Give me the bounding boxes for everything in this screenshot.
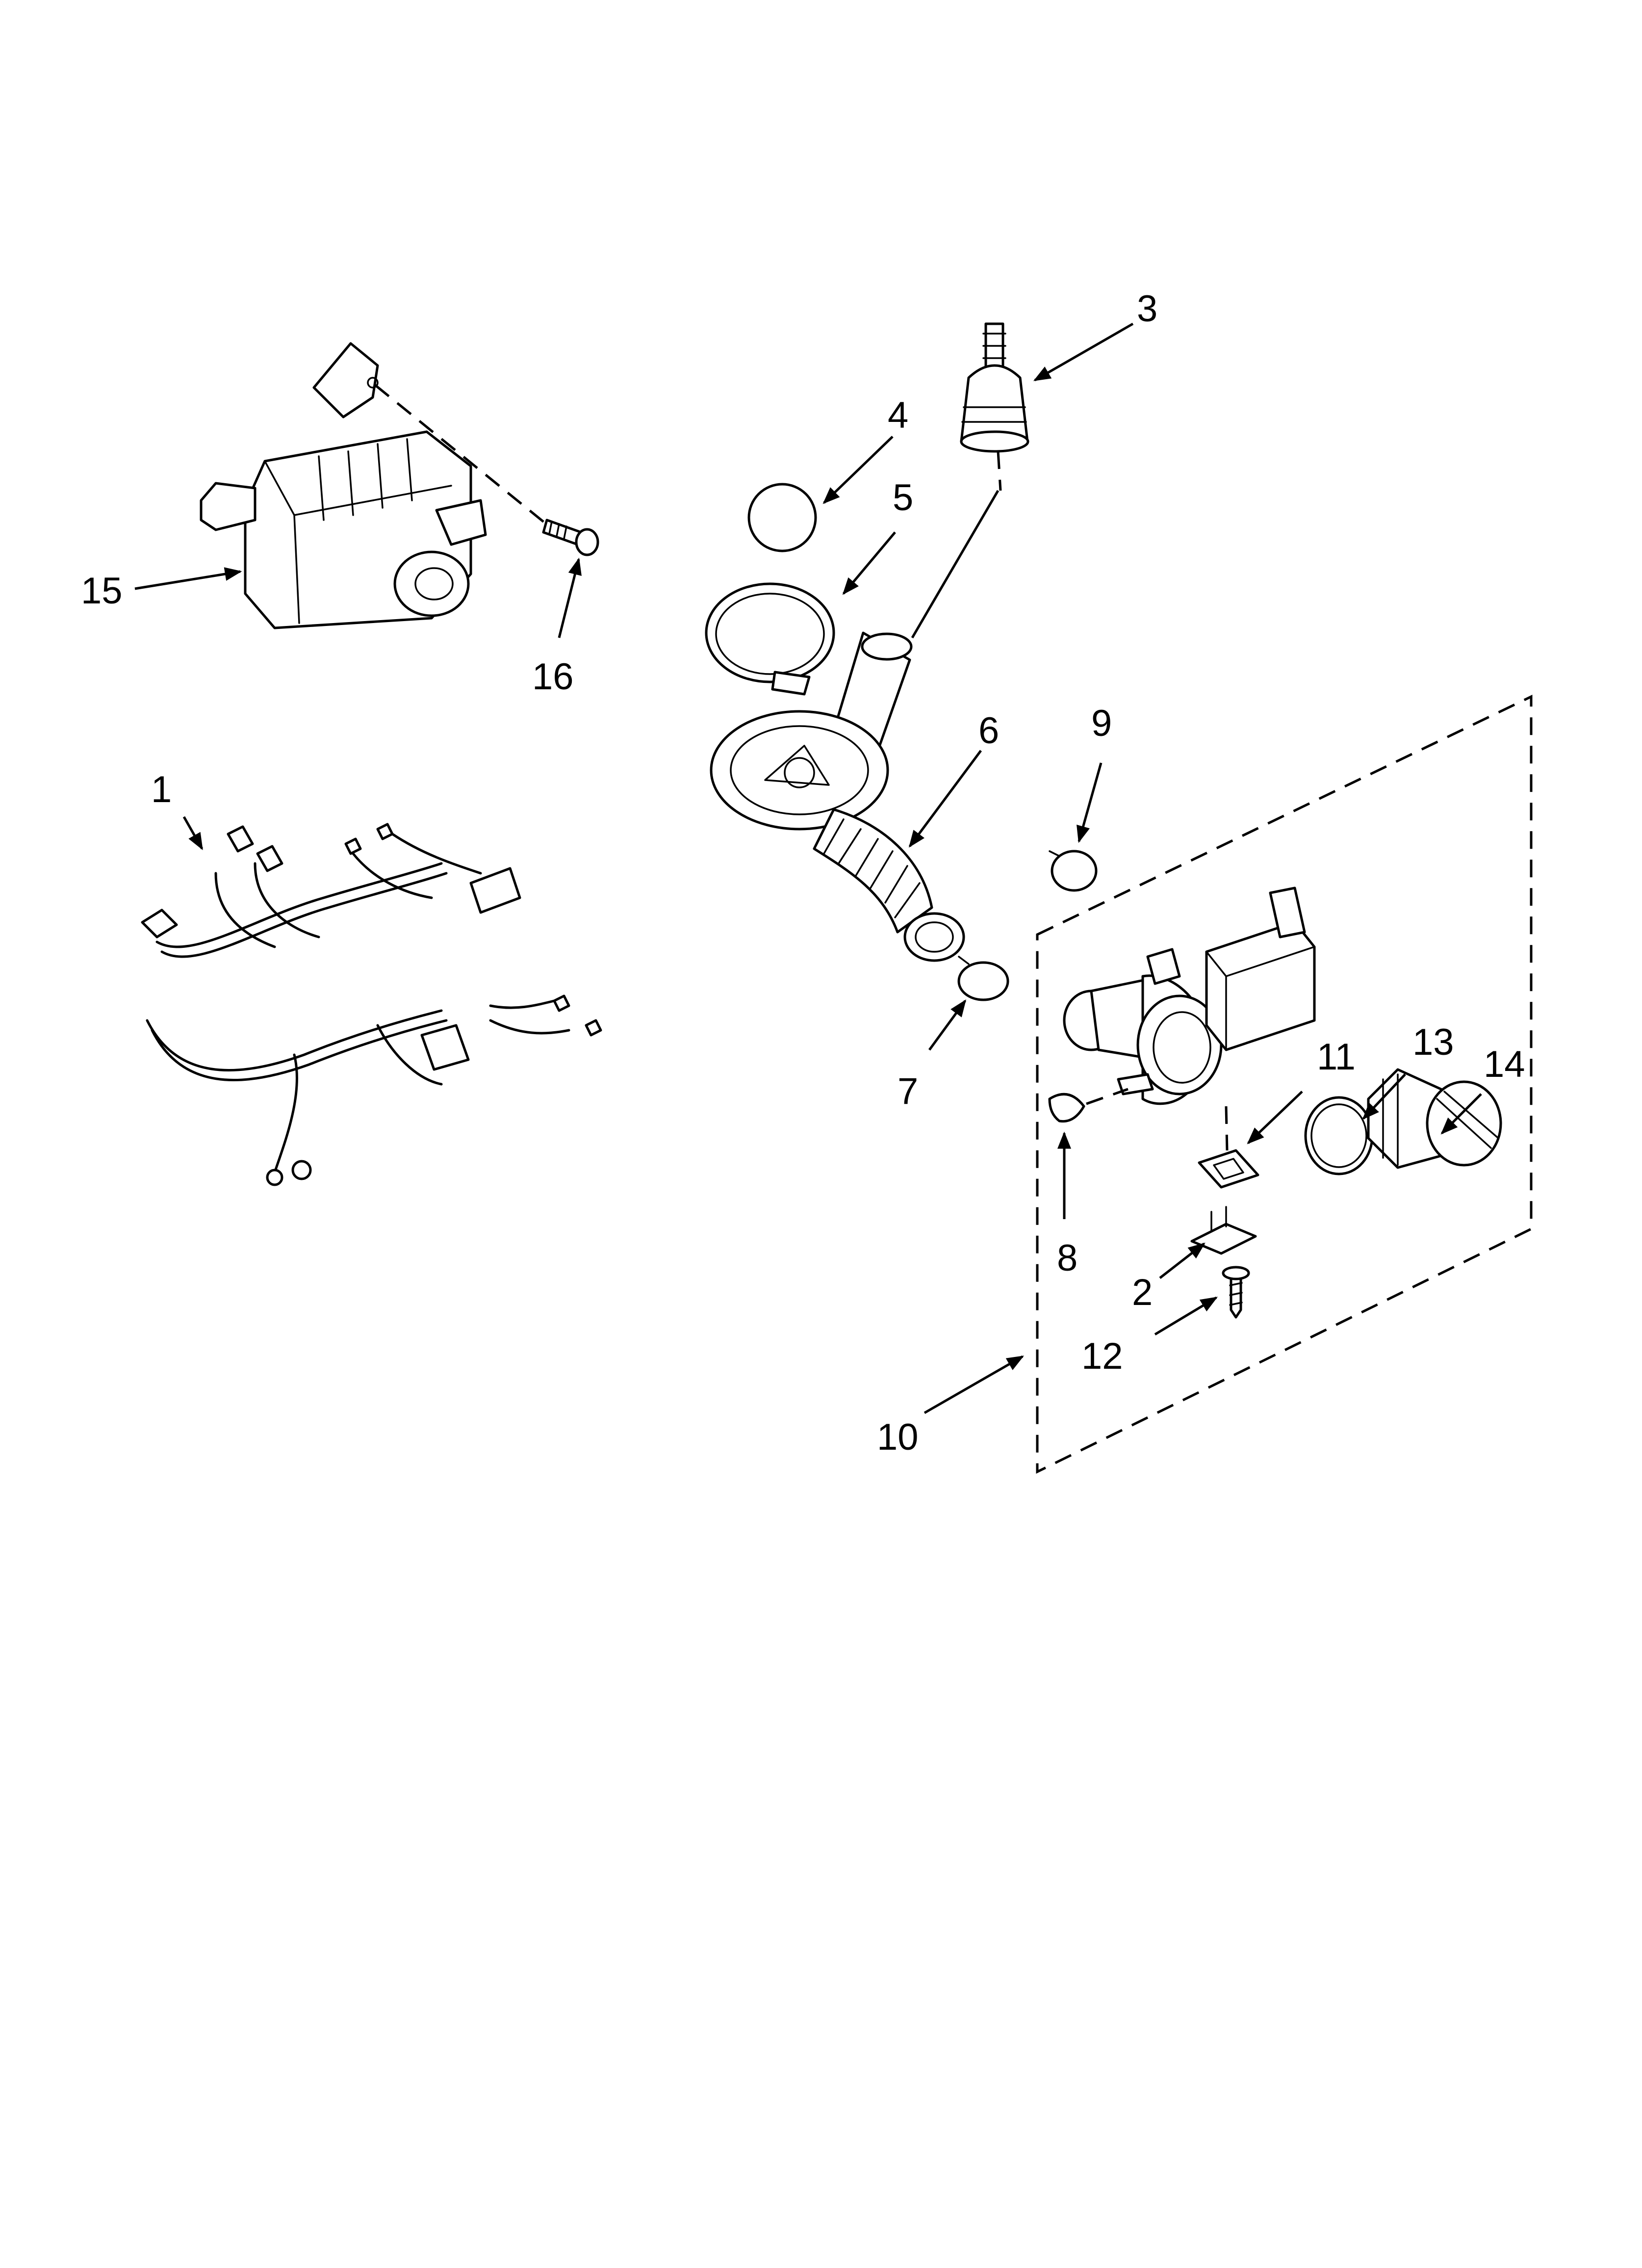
gasket-dashed-guide [1225,1106,1229,1151]
leader-1 [182,816,204,851]
leader-12 [1154,1296,1218,1336]
leader-11 [1247,1091,1303,1145]
leader-14 [1440,1093,1482,1135]
callout-1: 1 [151,769,172,810]
callout-4: 4 [888,394,908,436]
mounting-bracket-part [1190,1206,1257,1255]
callout-11: 11 [1317,1036,1356,1078]
callout-leaders [134,322,1482,1414]
hose-dashed-guide [997,451,1002,491]
hose-connector-line [911,490,1000,639]
hose-clamp-small-part [957,956,1009,1001]
callout-6: 6 [978,710,999,752]
callout-numbers: 1 2 3 4 5 6 7 8 9 10 11 12 13 14 15 16 [81,288,1525,1458]
leader-13 [1362,1073,1406,1120]
pump-assembly-dashed-box [1036,695,1533,1474]
callout-5: 5 [893,477,913,519]
sump-hose-part [710,631,965,962]
inlet-fitting-part [960,322,1029,453]
pump-clip-part [1048,1093,1085,1123]
o-ring-part [1304,1096,1374,1175]
callout-9: 9 [1091,703,1112,744]
callout-3: 3 [1137,288,1157,330]
callout-15: 15 [81,570,123,612]
callout-13: 13 [1412,1021,1454,1063]
drain-pump-part [1063,886,1316,1105]
leader-7 [928,999,967,1051]
callout-2: 2 [1132,1272,1153,1313]
callout-8: 8 [1057,1237,1078,1279]
callout-14: 14 [1484,1043,1525,1085]
leader-15 [134,567,242,590]
callout-7: 7 [898,1070,918,1112]
leader-5 [842,531,896,595]
clip-dashed-guide [1086,1088,1129,1105]
leader-2 [1159,1242,1206,1279]
motor-part [200,342,487,629]
pump-filter-part [1367,1068,1502,1169]
leader-9 [1077,762,1103,843]
bolt-dashed-guide [374,384,545,523]
leader-10 [924,1355,1025,1414]
leader-4 [822,436,894,504]
pump-gasket-part [1198,1149,1259,1189]
screw-part [1222,1266,1250,1319]
clamp-part [1049,850,1098,892]
callout-10: 10 [877,1416,919,1458]
leader-16 [558,557,582,638]
leader-3 [1033,322,1134,382]
motor-bolt-part [542,519,599,556]
callout-16: 16 [532,656,574,698]
callout-12: 12 [1081,1335,1123,1377]
leader-6 [908,750,982,848]
hose-clamp-large-part [705,582,835,696]
check-ball-part [747,483,817,552]
wire-harness-part [141,823,602,1186]
